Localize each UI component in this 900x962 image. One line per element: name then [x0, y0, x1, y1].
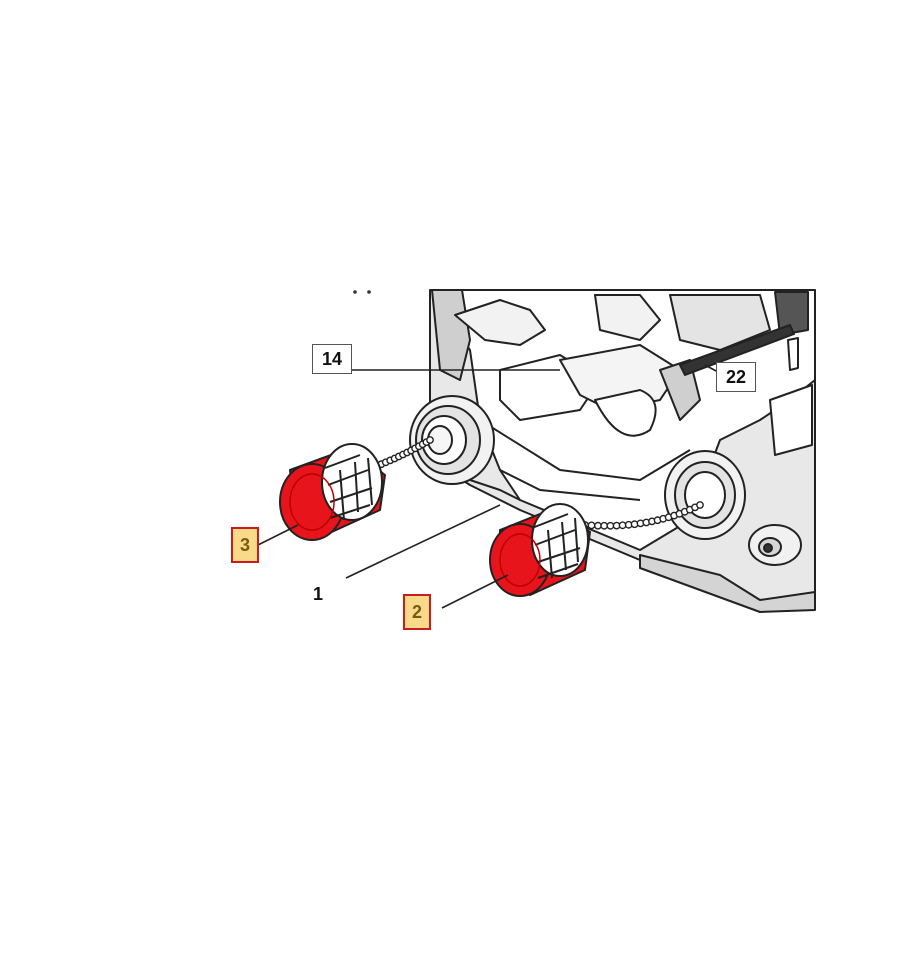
leader-1	[345, 504, 501, 579]
leader-3	[257, 524, 299, 546]
leader-2	[441, 574, 509, 609]
callout-22: 22	[716, 362, 756, 392]
callout-3-label: 3	[239, 535, 250, 555]
leader-22	[704, 364, 719, 373]
callout-14: 14	[312, 344, 352, 374]
chain-bead	[587, 521, 596, 530]
callout-2: 2	[403, 594, 431, 630]
threaded-port-left	[409, 395, 495, 485]
chain-bead	[696, 501, 704, 509]
chain-bead	[606, 521, 615, 530]
bead-chain-right	[581, 501, 704, 530]
stray-dots	[353, 290, 371, 294]
callout-1-label: 1	[312, 584, 323, 604]
red-cap-left	[279, 443, 387, 541]
callout-1: 1	[308, 584, 328, 605]
red-cap-right	[489, 503, 592, 597]
callout-14-label: 14	[321, 349, 343, 369]
chain-bead	[594, 521, 602, 530]
callout-3: 3	[231, 527, 259, 563]
leader-lines	[257, 364, 719, 609]
callout-22-label: 22	[725, 367, 747, 387]
chain-bead	[600, 521, 609, 530]
threaded-port-right	[664, 450, 746, 540]
callout-2-label: 2	[411, 602, 422, 622]
chain-bead	[426, 436, 434, 444]
